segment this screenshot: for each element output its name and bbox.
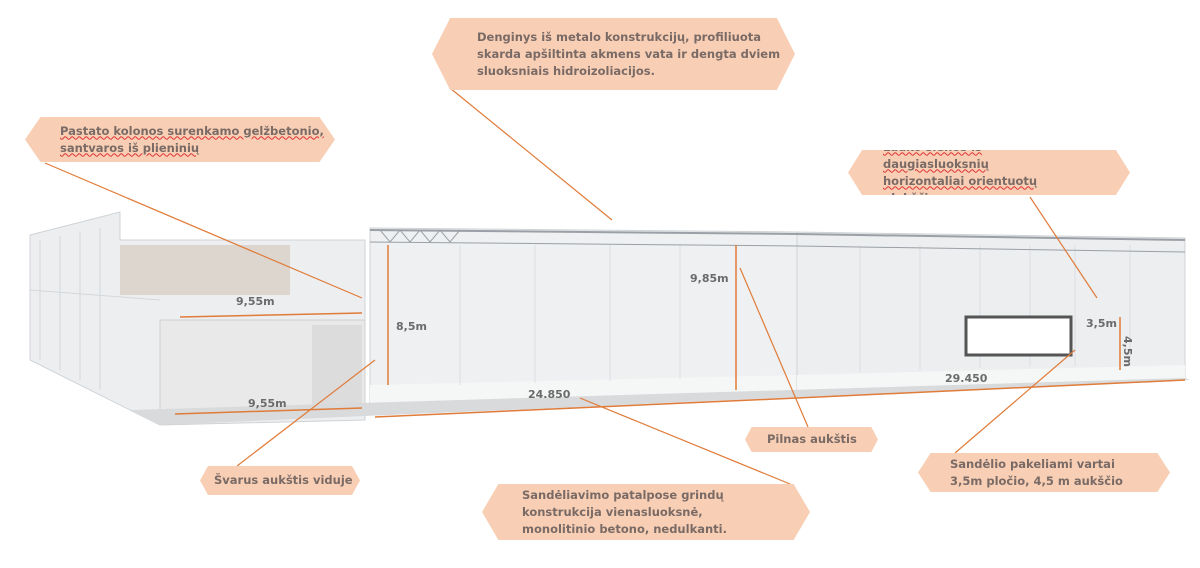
- callout-floor: Sandėliavimo patalpose grindų konstrukci…: [482, 484, 810, 540]
- clear-height-label: 8,5m: [396, 320, 427, 333]
- wall-columns: [459, 245, 1131, 385]
- callout-full-height-text: Pilnas aukštis: [767, 432, 857, 446]
- callout-columns: Pastato kolonos surenkamo gelžbetonio, s…: [25, 117, 335, 162]
- roof-trusses: [369, 229, 1186, 253]
- callout-roof-text: Denginys iš metalo konstrukcijų, profili…: [477, 29, 781, 78]
- callout-floor-text: Sandėliavimo patalpose grindų konstrukci…: [522, 487, 727, 536]
- office-upper-width-label: 9,55m: [236, 295, 275, 308]
- callout-clear-height: Švarus aukštis viduje: [200, 466, 360, 495]
- callout-full-height: Pilnas aukštis: [745, 427, 878, 452]
- office-facade-lines: [29, 228, 161, 390]
- gate-height-label: 4,5m: [1120, 336, 1134, 367]
- callout-roof: Denginys iš metalo konstrukcijų, profili…: [432, 18, 795, 90]
- callout-clear-height-text: Švarus aukštis viduje: [214, 473, 353, 487]
- loading-gate: [964, 315, 1073, 357]
- callout-walls-text: Lauko sienos iš daugiasluoksnių horizont…: [883, 139, 1038, 205]
- callout-leaders: [44, 87, 1098, 485]
- dimension-lines: [174, 245, 1186, 418]
- full-height-label: 9,85m: [690, 272, 729, 285]
- callout-gates-text: Sandėlio pakeliami vartai 3,5m pločio, 4…: [950, 456, 1123, 488]
- ground-line: [130, 378, 1190, 425]
- callout-gates: Sandėlio pakeliami vartai 3,5m pločio, 4…: [918, 453, 1170, 492]
- callout-columns-text: Pastato kolonos surenkamo gelžbetonio, s…: [60, 123, 324, 155]
- office-upper-room: [120, 245, 290, 295]
- office-door: [312, 325, 362, 413]
- hall-1-length-label: 24.850: [528, 388, 571, 401]
- hall-2-length-label: 29.450: [945, 372, 988, 385]
- gate-width-label: 3,5m: [1086, 317, 1117, 330]
- office-lower-width-label: 9,55m: [248, 397, 287, 410]
- callout-walls: Lauko sienos iš daugiasluoksnių horizont…: [848, 150, 1130, 195]
